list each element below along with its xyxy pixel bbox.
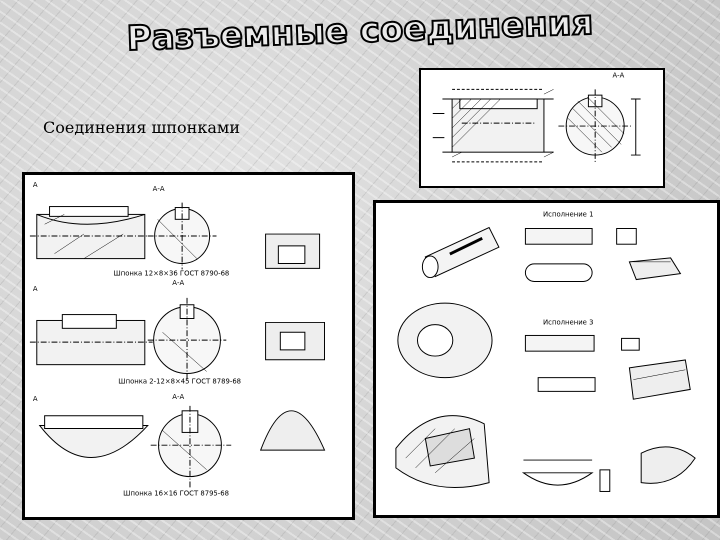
section-label-a-a: А-А [613, 72, 625, 80]
key-caption-3: Шпонка 16×16 ГОСТ 8795-68 [123, 489, 229, 497]
section-label-a-a-3: А-А [172, 393, 184, 401]
side-label-a-2: А [33, 285, 38, 293]
key-joint-drawing-top: А-А [432, 72, 641, 163]
drawing-right: Исполнение 1 Исполнение 3 [373, 200, 720, 518]
slide-title: Разъемные соединения [90, 6, 630, 56]
key-caption-1: Шпонка 12×8×36 ГОСТ 8790-68 [113, 269, 229, 277]
key-shapes-drawing-right: Исполнение 1 Исполнение 3 [395, 211, 696, 492]
side-label-a-3: А [33, 395, 38, 403]
slide-subtitle: Соединения шпонками [43, 118, 240, 137]
title-text: Разъемные соединения [126, 6, 594, 56]
drawing-left: А-А А-А А-А А А А Шпонка 12×8×36 ГОСТ 87… [22, 172, 355, 520]
variant-label-3: Исполнение 3 [543, 319, 593, 327]
drawing-top-right: А-А [419, 68, 665, 188]
variant-label-1: Исполнение 1 [543, 211, 593, 219]
side-label-a-1: А [33, 181, 38, 189]
key-caption-2: Шпонка 2-12×8×45 ГОСТ 8789-68 [118, 377, 241, 385]
section-label-a-a-1: А-А [153, 185, 165, 193]
title-text-art: Разъемные соединения [125, 6, 595, 56]
section-label-a-a-2: А-А [172, 279, 184, 287]
key-joint-drawing-left: А-А А-А А-А А А А Шпонка 12×8×36 ГОСТ 87… [29, 181, 326, 497]
